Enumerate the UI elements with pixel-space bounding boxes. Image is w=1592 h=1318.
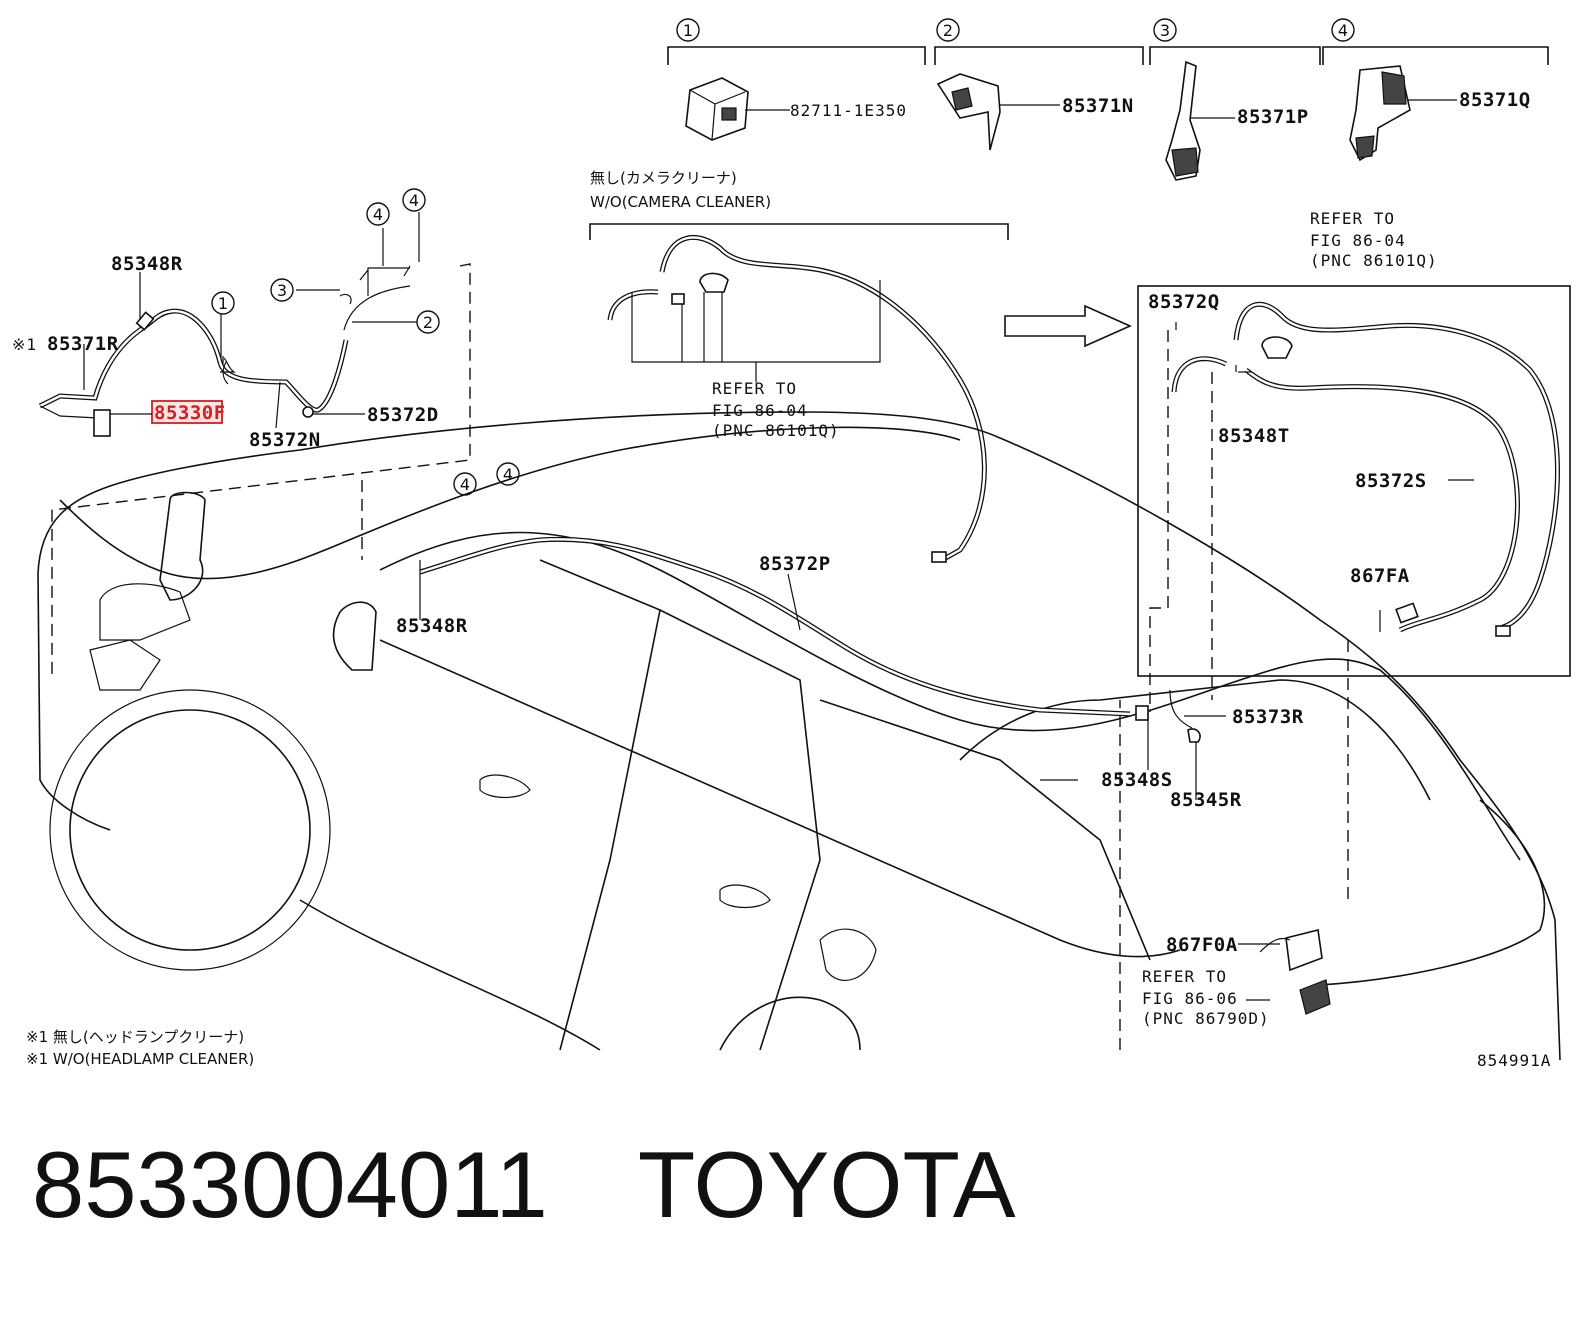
top-part-groups: 1 2 3 4 82711-1E350 85371N 85371P <box>667 18 1549 181</box>
figure-id: 854991A <box>1477 1051 1551 1070</box>
callout-4-front: 4 <box>373 205 383 224</box>
part-label-85372P: 85372P <box>759 553 831 575</box>
headlamp-cleaner-en-note: ※1 W/O(HEADLAMP CLEANER) <box>26 1050 254 1068</box>
callout-circle <box>676 18 700 42</box>
vehicle-outline <box>37 411 1561 1061</box>
callout-circle <box>270 278 294 302</box>
camera-cleaner-group: 無し(カメラクリーナ) W/O(CAMERA CLEANER) <box>589 169 1009 563</box>
part-label-82711-1E350: 82711-1E350 <box>790 101 907 120</box>
brand-name: TOYOTA <box>637 1132 1016 1237</box>
callout-circle <box>402 188 426 212</box>
part-label-85373R: 85373R <box>1232 706 1304 728</box>
callout-1: 1 <box>683 21 693 40</box>
part-label-867F0A: 867F0A <box>1166 934 1238 956</box>
callout-circle <box>211 291 235 315</box>
part-label-85345R: 85345R <box>1170 789 1242 811</box>
bracket-part-drawing <box>1349 65 1411 162</box>
bracket-part-drawing <box>1165 60 1201 181</box>
product-caption: 8533004011 TOYOTA <box>32 1130 1016 1240</box>
callout-4-roof: 4 <box>503 465 513 484</box>
part-label-85348S: 85348S <box>1101 769 1173 791</box>
headlamp-note-mark: ※1 <box>12 335 37 354</box>
headlamp-cleaner-jp-note: ※1 無し(ヘッドランプクリーナ) <box>26 1028 244 1046</box>
rear-cleaner-box: REFER TO FIG 86-04 (PNC 86101Q) <box>1004 209 1571 712</box>
callout-3-front: 3 <box>277 281 287 300</box>
callout-4: 4 <box>1338 21 1348 40</box>
refer-to-a-line1: REFER TO <box>712 379 797 398</box>
part-label-85372N: 85372N <box>249 429 321 451</box>
part-label-867FA: 867FA <box>1350 565 1410 587</box>
refer-to-c-line2: FIG 86-06 <box>1142 989 1238 1008</box>
callout-1-front: 1 <box>218 294 228 313</box>
part-label-85371P: 85371P <box>1237 106 1309 128</box>
callout-circle <box>496 462 520 486</box>
camera-cleaner-jp-note: 無し(カメラクリーナ) <box>590 169 737 187</box>
callout-circle <box>1153 18 1177 42</box>
part-label-85348T: 85348T <box>1218 425 1290 447</box>
connector-part-drawing <box>685 77 749 141</box>
clip-part-drawing <box>936 73 1001 151</box>
part-label-85372Q: 85372Q <box>1148 291 1220 313</box>
callout-circle <box>416 310 440 334</box>
camera-cleaner-en-note: W/O(CAMERA CLEANER) <box>590 193 771 211</box>
part-label-85372D: 85372D <box>367 404 439 426</box>
part-label-85371R: 85371R <box>47 333 119 355</box>
refer-to-a-line2: FIG 86-04 <box>712 401 808 420</box>
parts-diagram: 1 2 3 4 82711-1E350 85371N 85371P <box>12 18 1571 1070</box>
highlight-box <box>151 400 223 424</box>
refer-to-c-line1: REFER TO <box>1142 967 1227 986</box>
refer-to-b-line1: REFER TO <box>1310 209 1395 228</box>
callout-4-front: 4 <box>409 191 419 210</box>
part-label-85372S: 85372S <box>1355 470 1427 492</box>
refer-to-b-line3: (PNC 86101Q) <box>1310 251 1438 270</box>
part-label-85330F-highlighted: 85330F <box>154 402 226 424</box>
callout-4-roof: 4 <box>460 475 470 494</box>
refer-to-c-line3: (PNC 86790D) <box>1142 1009 1270 1028</box>
callout-circle <box>366 202 390 226</box>
refer-to-b-line2: FIG 86-04 <box>1310 231 1406 250</box>
callout-circle <box>936 18 960 42</box>
callout-2: 2 <box>943 21 953 40</box>
part-label-85348R: 85348R <box>111 253 183 275</box>
part-label-85348R-roof: 85348R <box>396 615 468 637</box>
part-label-85371N: 85371N <box>1062 95 1134 117</box>
part-number: 8533004011 <box>32 1132 548 1237</box>
callout-3: 3 <box>1160 21 1170 40</box>
part-label-85371Q: 85371Q <box>1459 89 1531 111</box>
front-washer-group <box>38 212 471 680</box>
callout-circle <box>1331 18 1355 42</box>
callout-2-front: 2 <box>423 313 433 332</box>
